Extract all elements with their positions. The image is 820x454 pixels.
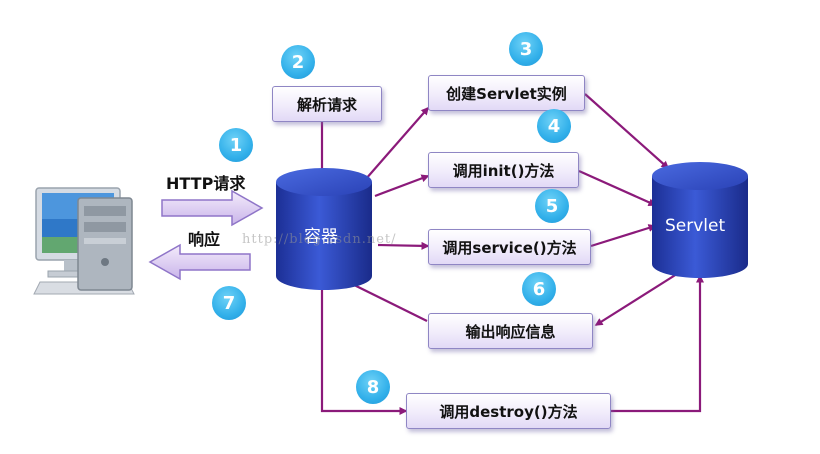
step-badge-4: 4 [537,109,571,143]
step-badge-8: 8 [356,370,390,404]
arrow-servlet-to-output [594,266,689,326]
step-badge-6: 6 [522,272,556,306]
arrow-create-to-servlet [584,93,670,169]
arrow-to-create [364,106,429,181]
init-box: 调用init()方法 [428,152,579,188]
arrow-to-destroy [320,282,408,415]
http-request-arrow [161,189,264,227]
step-badge-3: 3 [509,32,543,66]
arrow-service-to-servlet [590,224,657,248]
arrow-to-service [377,241,430,250]
step-badge-2: 2 [281,45,315,79]
servlet-cylinder [652,162,748,278]
output-response-box: 输出响应信息 [428,313,593,349]
container-label: 容器 [304,227,338,247]
container-cylinder [276,168,372,290]
step-badge-1: 1 [219,128,253,162]
arrow-destroy-to-servlet [611,274,704,413]
destroy-box: 调用destroy()方法 [406,393,611,429]
parse-request-box: 解析请求 [272,86,382,122]
service-box: 调用service()方法 [428,229,591,265]
watermark: http://blog.csdn.net/ [242,232,397,247]
response-label: 响应 [188,230,221,249]
arrow-init-to-servlet [578,169,657,207]
http-request-label: HTTP请求 [166,174,246,193]
step-badge-7: 7 [212,286,246,320]
servlet-label: Servlet [665,216,726,236]
arrow-to-init [374,174,430,198]
response-arrow [148,243,251,281]
computer-icon [33,187,135,295]
step-badge-5: 5 [535,189,569,223]
create-instance-box: 创建Servlet实例 [428,75,585,111]
